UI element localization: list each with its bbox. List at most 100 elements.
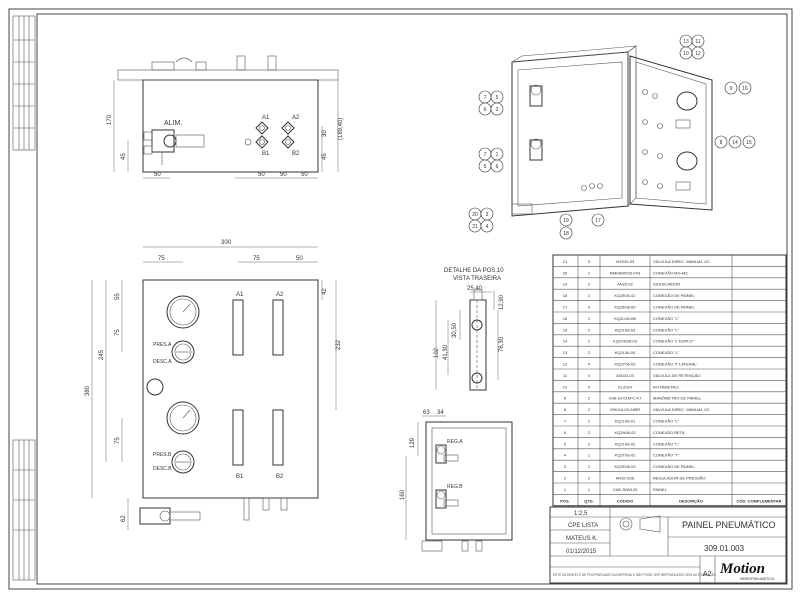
bom-cell-pos: 21 [563,259,568,264]
dim-55: 55 [115,293,121,300]
bom-cell-desc: CONEXÃO "L" [653,316,680,321]
date-value: 01/12/2015 [566,549,597,555]
front-view: A1 A2 B1 B2 PRES.A DESC.A PRES.B DESC.B … [85,240,342,530]
dim-45-right: 45 [322,153,328,160]
balloon: 11 [691,34,705,48]
valve-knob-b-icon [171,450,195,474]
bom-cell-qtd: 4 [588,384,591,389]
bom-cell-code: KQ2VD08-03 [613,339,638,344]
bom-header: CÓDIGO [617,498,633,503]
port-group [244,121,295,149]
dim-34: 34 [437,410,444,416]
panel-front-outline [142,279,319,499]
balloon: 6 [478,102,492,116]
bom-cell-qtd: 2 [588,282,591,287]
balloon-number: 1 [496,152,499,158]
bom-cell-qtd: 4 [588,373,591,378]
bom-cell-pos: 11 [563,373,568,378]
bom-cell-qtd: 2 [588,396,591,401]
balloon-number: 6 [496,164,499,170]
bom-cell-code: AN20-02 [617,282,634,287]
bom-cell-qtd: 2 [588,441,591,446]
bom-cell-code: KQ2T08-02 [615,453,636,458]
port-label-a2: A2 [292,115,300,121]
label-a2: A2 [276,292,284,298]
bom-cell-code: KQ2E08-00 [615,305,637,310]
company-value: CPE LISTA [568,523,598,529]
bom-cell-desc: VÁLVULA DIREC. MANUAL 1/2 [653,407,710,412]
dim-62: 62 [121,515,127,522]
balloon: 18 [559,226,573,240]
balloon: 7 [478,90,492,104]
bom-cell-code: MMFAMVS3-F03 [610,270,641,275]
balloon-number: 10 [683,51,689,57]
balloon-number: 3 [486,212,489,218]
bom-cell-qtd: 1 [588,453,591,458]
dim-50-a: 50 [154,172,161,178]
drawing-number: 309.01.003 [704,544,745,553]
balloon-number: 8 [720,140,723,146]
bom-cell-desc: CONEXÃO "L DUPLO" [653,339,695,344]
bom-cell-qtd: 4 [588,305,591,310]
balloon: 2 [490,102,504,116]
label-b2: B2 [276,474,284,480]
dim-75-top-mid: 75 [253,256,260,262]
bom-header: POS. [560,498,570,503]
balloon-number: 5 [496,95,499,101]
alim-label: ALIM. [164,120,182,127]
bom-cell-pos: 4 [564,453,567,458]
bom-cell-code: AS003-03 [616,373,635,378]
balloon-number: 14 [732,140,738,146]
company-logo-sub: HIDROPNEUMÁTICA [740,577,775,581]
alim-fitting [143,129,205,165]
label-pres-a: PRES.A [153,342,172,348]
dim-12-90: 12,90 [499,294,505,310]
bom-cell-qtd: 2 [588,419,591,424]
dim-160: 160 [400,489,406,500]
projection-symbol-icon [619,515,661,533]
detail-title-1: DETALHE DA POS.10 [444,268,504,274]
label-reg-b: REG.B [447,484,463,490]
bom-cell-pos: 17 [563,305,568,310]
bom-cell-code: KQ2E08-03 [615,464,637,469]
balloon-number: 11 [695,39,700,45]
balloon: 19 [559,213,573,227]
bom-cell-code: G46-10-01M-C-K7 [609,396,643,401]
bom-cell-desc: CONEXÃO DE PAINEL [653,464,695,469]
dim-41-30: 41,30 [443,344,449,360]
balloon-number: 5 [484,164,487,170]
dim-75-top-left: 75 [158,256,165,262]
bom-cell-desc: ROTÂMETRO [653,384,679,389]
dim-50-c: 50 [280,172,287,178]
bom-header: CÓD. COMPLEMENTAR [736,498,781,503]
bom-cell-desc: CONEXÃO DE PAINEL [653,293,695,298]
bom-cell-desc: CONEXÃO "L" [653,327,680,332]
label-b1: B1 [236,474,244,480]
bom-cell-qtd: 3 [588,259,591,264]
balloon: 15 [742,135,756,149]
bom-cell-code: KQ2H08-02 [614,430,636,435]
bom-cell-pos: 8 [564,407,567,412]
bom-cell-desc: CONEXÃO "T" [653,453,680,458]
balloon-number: 18 [563,231,569,237]
balloon-number: 7 [484,152,487,158]
balloon: 16 [738,81,752,95]
drawing-title: PAINEL PNEUMÁTICO [682,520,776,530]
bom-cell-pos: 3 [564,464,567,469]
dim-189-40: (189,40) [338,118,344,140]
bom-cell-desc: CONEXÃO "L" [653,419,680,424]
isometric-view [511,45,713,217]
bom-cell-qtd: 2 [588,293,591,298]
bom-cell-code: KQ2Y06-03 [615,362,637,367]
bom-cell-pos: 19 [563,282,568,287]
bom-cell-qtd: 2 [588,350,591,355]
